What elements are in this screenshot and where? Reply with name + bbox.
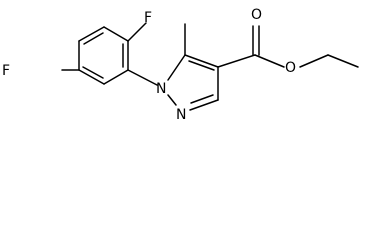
- bond-hex-6: [78, 26, 105, 42]
- pyrazole-ring: [167, 54, 219, 111]
- bond-hex-6-inner: [83, 32, 104, 45]
- bond-o-ethyl-ch2: [299, 54, 329, 68]
- bond-hex-1: [103, 26, 129, 42]
- bond-n1-c5: [167, 54, 186, 81]
- ethyl-ester-group: [217, 25, 359, 68]
- atom-label-fluorine-left: F: [2, 63, 10, 79]
- atom-label-nitrogen-1: N: [156, 81, 166, 97]
- atom-label-oxygen-ester: O: [285, 60, 296, 76]
- bond-hex-3: [103, 69, 129, 85]
- molecule-structure-diagram: F F N N O O: [2, 7, 359, 123]
- bond-c5-c4-inner: [188, 60, 215, 71]
- bond-hex-4: [78, 69, 105, 85]
- bond-c3-n2-inner: [190, 94, 214, 104]
- bond-ethyl-ch2-ch3: [327, 54, 359, 68]
- atom-label-nitrogen-2: N: [176, 107, 186, 123]
- bond-hex-4-inner: [82, 66, 104, 79]
- bond-c4-carbonyl-c: [217, 54, 256, 68]
- bond-n2-n1: [167, 94, 177, 106]
- atom-label-fluorine-top: F: [144, 10, 152, 26]
- atom-label-oxygen-carbonyl: O: [251, 7, 262, 23]
- bond-phenyl-n1: [127, 69, 158, 86]
- bond-carbonyl-c-o-ester: [254, 54, 285, 68]
- atom-labels: F F N N O O: [2, 7, 296, 123]
- phenyl-hexagon: [50, 20, 132, 104]
- bond-c-f-top: [127, 22, 147, 42]
- bond-c5-c4: [184, 54, 219, 68]
- bond-c3-n2: [189, 99, 219, 111]
